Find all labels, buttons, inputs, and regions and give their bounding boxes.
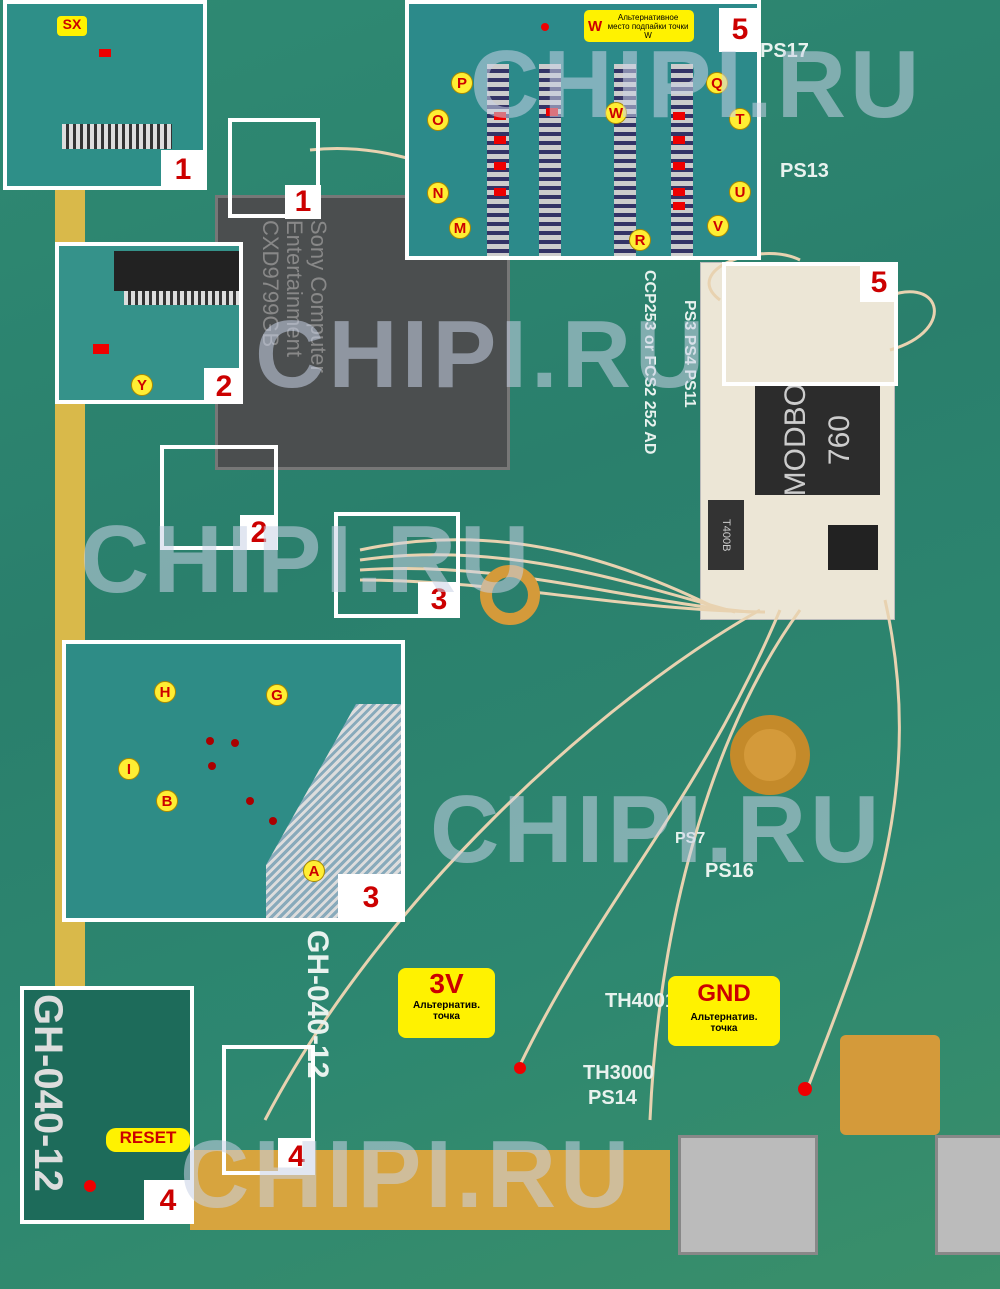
silk-ps14: PS14 xyxy=(588,1087,637,1109)
point-3v-alt xyxy=(514,1062,526,1074)
point-m xyxy=(494,188,506,196)
point-v xyxy=(673,188,685,196)
point-w-alt xyxy=(541,23,549,31)
solder-pad xyxy=(840,1035,940,1135)
point-u xyxy=(673,162,685,170)
silk-ps-list: PS3 PS4 PS11 xyxy=(681,300,698,408)
location-number-4: 4 xyxy=(278,1138,315,1175)
label-o: O xyxy=(427,109,449,131)
label-b: B xyxy=(156,790,178,812)
label-h: H xyxy=(154,681,176,703)
alt-w-letter: W xyxy=(588,17,603,35)
point-q xyxy=(673,112,685,120)
inset-5: P Q O T W N U M R V W Альтернативное мес… xyxy=(405,0,761,260)
watermark: CHIPI.RU xyxy=(470,31,924,138)
location-number-1: 1 xyxy=(285,185,321,219)
label-p: P xyxy=(451,72,473,94)
inset-1: SX 1 xyxy=(3,0,207,190)
label-m: M xyxy=(449,217,471,239)
silk-ps7: PS7 xyxy=(675,830,706,847)
inset-4: GH-040-12 RESET 4 xyxy=(20,986,194,1224)
label-t: T xyxy=(729,108,751,130)
location-box-1 xyxy=(228,118,320,218)
label-q: Q xyxy=(706,72,728,94)
point-p xyxy=(494,112,506,120)
point-a xyxy=(269,817,277,825)
point-i xyxy=(208,762,216,770)
point-sx xyxy=(99,49,111,57)
location-box-5 xyxy=(722,262,898,386)
watermark: CHIPI.RU xyxy=(255,301,709,408)
note-3v: 3V Альтернатив. точка xyxy=(398,968,495,1038)
location-number-5: 5 xyxy=(860,264,898,302)
inset-number-4: 4 xyxy=(144,1180,190,1220)
silk-gh: GH-040-12 xyxy=(301,930,334,1079)
point-reset xyxy=(84,1180,96,1192)
alt-w-note: W Альтернативное место подпайки точки W xyxy=(584,10,694,42)
inset-2: Y 2 xyxy=(55,242,243,404)
location-number-3: 3 xyxy=(418,582,460,618)
silk-ccp: CCP253 or FCS2 252 AD xyxy=(641,270,658,455)
label-y: Y xyxy=(131,374,153,396)
point-w xyxy=(546,108,558,116)
usb-port xyxy=(935,1135,1000,1255)
label-reset: RESET xyxy=(106,1128,190,1152)
label-u: U xyxy=(729,181,751,203)
mod-eeprom xyxy=(828,525,878,570)
inset-number-1: 1 xyxy=(161,150,203,186)
location-number-2: 2 xyxy=(240,515,278,550)
silk-th3000: TH3000 xyxy=(583,1062,655,1084)
mod-small-chip: T400B xyxy=(708,500,744,570)
note-gnd-title: GND xyxy=(697,980,751,1007)
inset-number-5: 5 xyxy=(719,8,757,52)
point-o xyxy=(494,136,506,144)
silk-ps16: PS16 xyxy=(705,860,754,882)
note-gnd-text: Альтернатив. точка xyxy=(690,1012,758,1034)
usb-port xyxy=(678,1135,818,1255)
label-i: I xyxy=(118,758,140,780)
inset-number-2: 2 xyxy=(204,368,239,400)
watermark: CHIPI.RU xyxy=(80,506,534,613)
location-box-4 xyxy=(222,1045,315,1175)
label-g: G xyxy=(266,684,288,706)
inset-number-3: 3 xyxy=(338,874,401,918)
note-gnd: GND Альтернатив. точка xyxy=(668,976,780,1046)
point-gnd-alt xyxy=(798,1082,812,1096)
label-sx: SX xyxy=(57,16,87,36)
silk-th4001: TH4001 xyxy=(605,990,677,1012)
point-n xyxy=(494,162,506,170)
note-3v-text: Альтернатив. точка xyxy=(413,1000,480,1022)
chip-pins xyxy=(124,291,239,305)
note-3v-title: 3V xyxy=(429,968,464,999)
label-n: N xyxy=(427,182,449,204)
alt-w-text: Альтернативное место подпайки точки W xyxy=(607,12,689,40)
watermark: CHIPI.RU xyxy=(180,1121,634,1228)
point-r xyxy=(673,202,685,210)
label-r: R xyxy=(629,229,651,251)
watermark: CHIPI.RU xyxy=(430,776,884,883)
silk-ps17: PS17 xyxy=(760,40,809,62)
point-t xyxy=(673,136,685,144)
point-b xyxy=(246,797,254,805)
point-g xyxy=(231,739,239,747)
silk-ps13: PS13 xyxy=(780,160,829,182)
inset-3: H G I B A 3 xyxy=(62,640,405,922)
chip xyxy=(114,251,239,291)
chip-pins xyxy=(62,124,172,149)
board-bottom-edge xyxy=(190,1150,670,1230)
label-v: V xyxy=(707,215,729,237)
label-w: W xyxy=(605,102,627,124)
point-y xyxy=(93,344,109,354)
silk-gh-zoom: GH-040-12 xyxy=(26,994,70,1192)
label-a: A xyxy=(303,860,325,882)
point-h xyxy=(206,737,214,745)
location-box-3 xyxy=(334,512,460,618)
location-box-2 xyxy=(160,445,278,550)
